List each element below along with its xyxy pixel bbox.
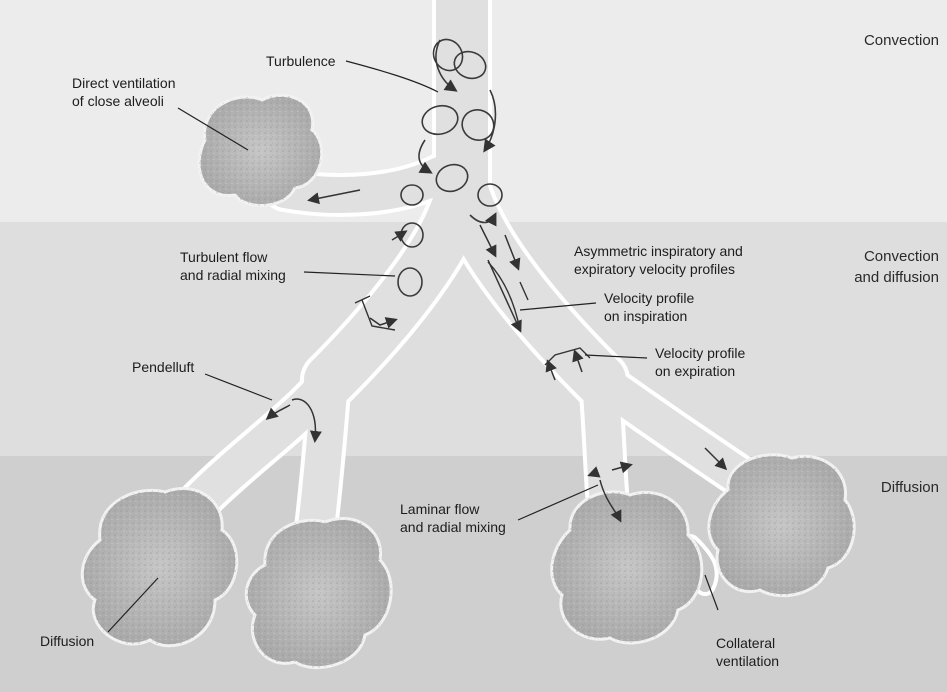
label-laminar-flow: Laminar flow and radial mixing <box>400 500 506 536</box>
label-velocity-inspiration: Velocity profile on inspiration <box>604 289 694 325</box>
zone-label-convection: Convection <box>864 30 939 51</box>
zone-label-convection-diffusion: Convection and diffusion <box>854 246 939 288</box>
label-direct-ventilation: Direct ventilation of close alveoli <box>72 74 176 110</box>
zone-label-diffusion: Diffusion <box>881 477 939 498</box>
label-collateral-ventilation: Collateral ventilation <box>716 634 779 670</box>
label-diffusion: Diffusion <box>40 632 94 650</box>
label-asymmetric-profiles: Asymmetric inspiratory and expiratory ve… <box>574 242 743 278</box>
label-turbulent-flow: Turbulent flow and radial mixing <box>180 248 286 284</box>
label-turbulence: Turbulence <box>266 52 336 70</box>
label-velocity-expiration: Velocity profile on expiration <box>655 344 745 380</box>
label-pendelluft: Pendelluft <box>132 358 194 376</box>
